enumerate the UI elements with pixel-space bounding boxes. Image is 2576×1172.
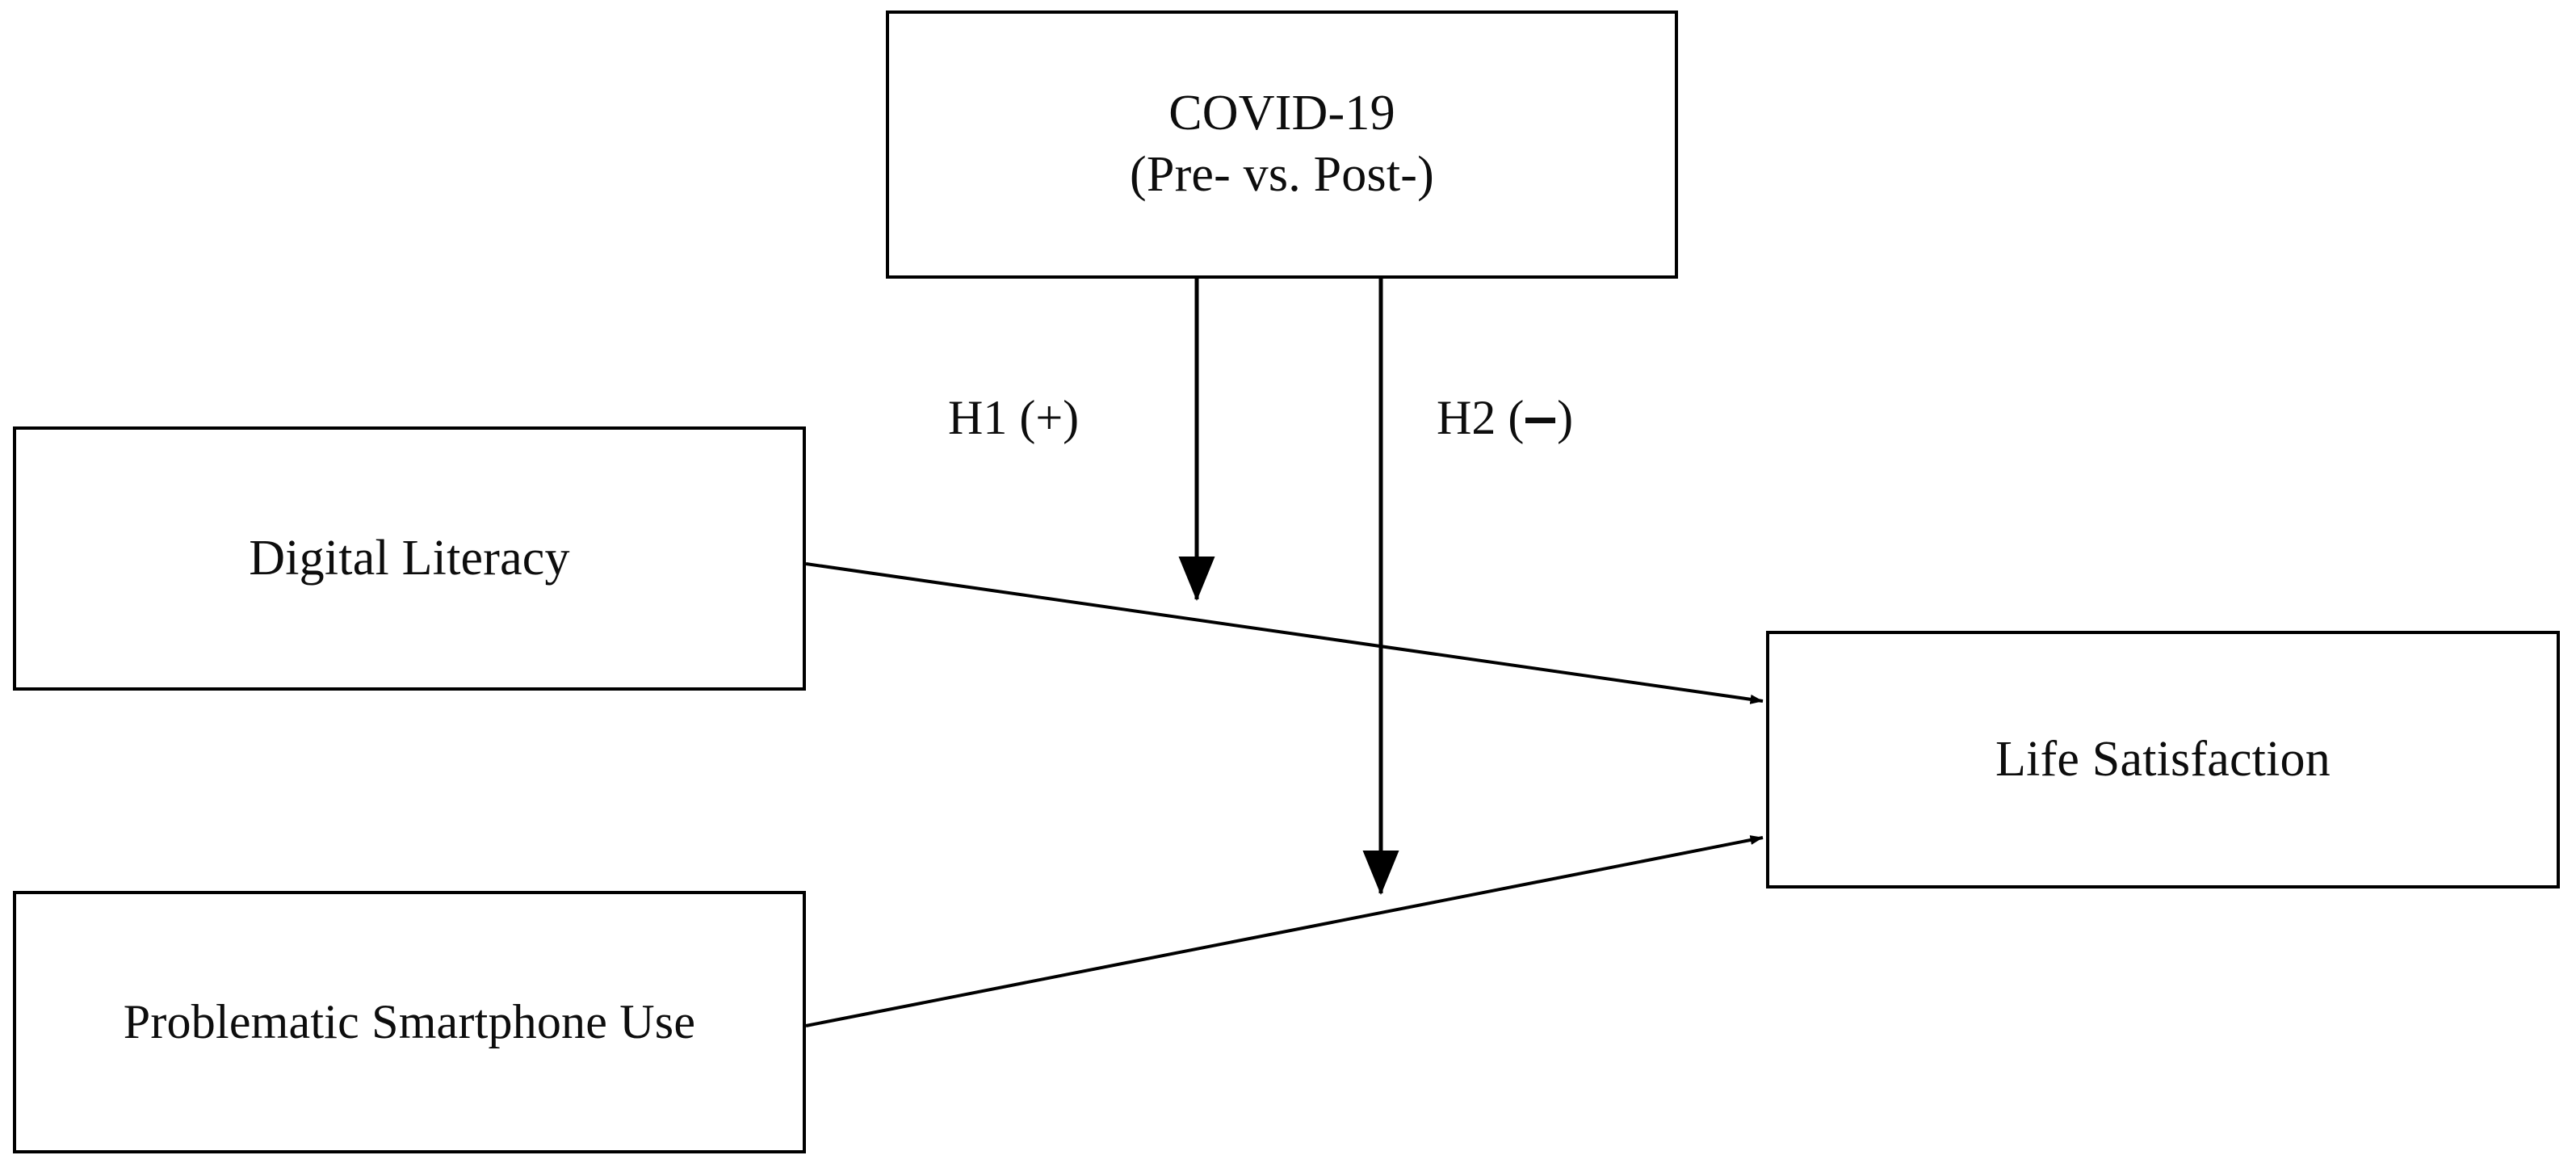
minus-sign-icon xyxy=(1525,417,1556,423)
path-label-h1: H1 (+) xyxy=(948,391,1080,444)
node-problematic-smartphone-use-label: Problematic Smartphone Use xyxy=(123,994,696,1048)
node-covid-19: COVID-19 (Pre- vs. Post-) xyxy=(886,11,1678,279)
node-covid-19-label: COVID-19 (Pre- vs. Post-) xyxy=(1130,86,1434,202)
node-life-satisfaction: Life Satisfaction xyxy=(1766,631,2560,888)
connector-digital-literacy-to-life-satisfaction xyxy=(805,562,1764,704)
node-life-satisfaction-label: Life Satisfaction xyxy=(1995,731,2331,787)
path-label-h1-code: H1 xyxy=(948,391,1008,444)
node-digital-literacy-label: Digital Literacy xyxy=(249,530,570,586)
node-problematic-smartphone-use: Problematic Smartphone Use xyxy=(13,891,806,1153)
path-label-h2-code: H2 xyxy=(1437,391,1496,444)
path-label-h1-sign: + xyxy=(1035,391,1064,444)
node-digital-literacy: Digital Literacy xyxy=(13,426,806,691)
connector-problematic-use-to-life-satisfaction xyxy=(805,835,1764,1027)
path-label-h2: H2 () xyxy=(1437,391,1574,444)
